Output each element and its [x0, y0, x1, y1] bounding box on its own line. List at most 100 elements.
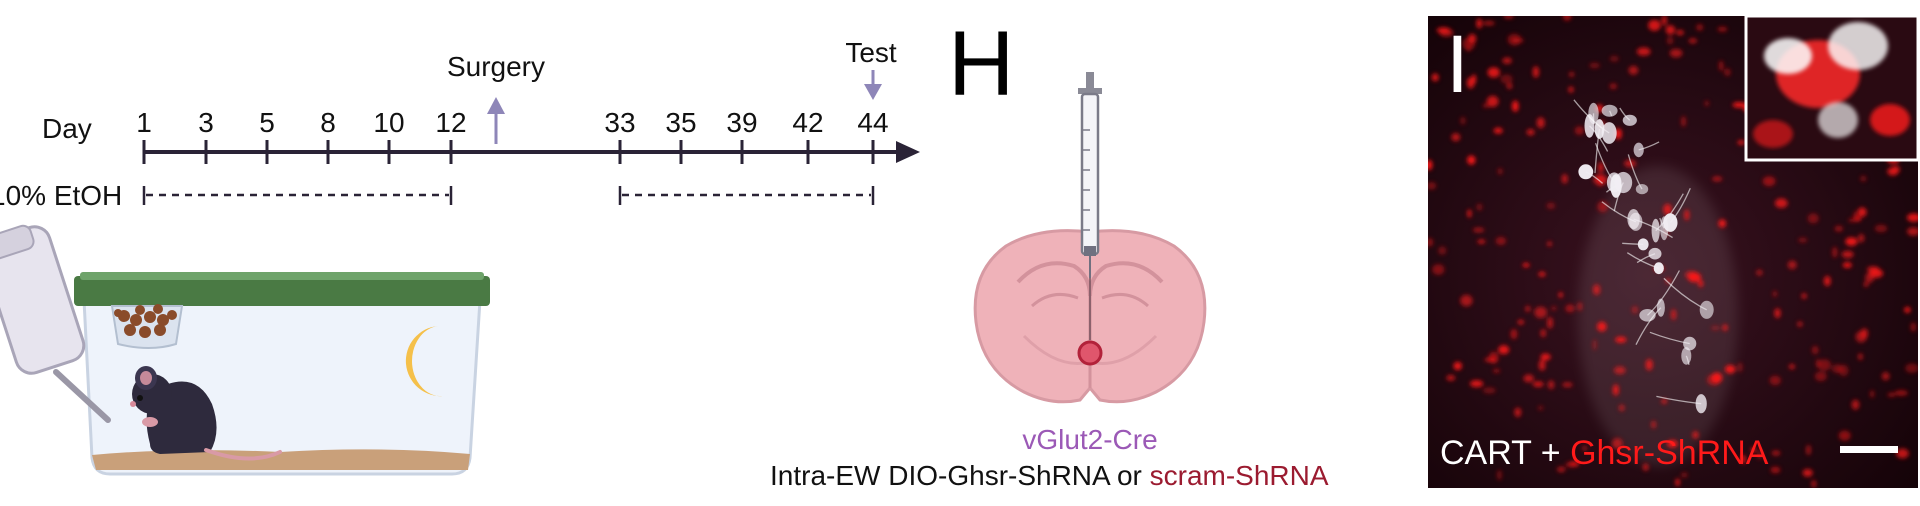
red-cell: [1681, 116, 1686, 127]
injection-construct-text: Intra-EW DIO-Ghsr-ShRNA or: [770, 460, 1150, 491]
cart-neuron: [1627, 154, 1649, 195]
red-cell: [1500, 74, 1513, 84]
red-cell: [1476, 203, 1483, 211]
red-cell: [1547, 380, 1555, 390]
red-cell: [1438, 246, 1447, 255]
red-cell: [1611, 438, 1623, 450]
red-cell: [1661, 16, 1668, 26]
tick-label-1: 1: [136, 107, 152, 138]
tick-10: 10: [373, 107, 405, 164]
red-cell: [1874, 224, 1888, 233]
red-cell: [1663, 203, 1672, 216]
red-cell: [1665, 25, 1676, 35]
tick-label-39: 39: [726, 107, 757, 138]
red-cell: [1772, 290, 1778, 297]
tick-label-12: 12: [435, 107, 466, 138]
red-cell: [1462, 37, 1476, 50]
red-cell: [1497, 168, 1503, 175]
red-cell: [1887, 167, 1899, 176]
red-cell: [1574, 126, 1584, 135]
red-cell: [1704, 100, 1710, 107]
red-cell: [1910, 322, 1917, 332]
red-cell: [1514, 407, 1522, 418]
red-cell: [1460, 294, 1473, 307]
red-cell: [1814, 371, 1827, 382]
red-cell: [1815, 358, 1821, 368]
red-cell: [1756, 449, 1763, 460]
tick-label-5: 5: [259, 107, 275, 138]
red-cell: [1863, 281, 1869, 287]
red-cell: [1565, 462, 1577, 467]
red-cell: [1517, 319, 1525, 325]
mouse-icon: [130, 366, 282, 461]
red-cell: [1724, 364, 1736, 374]
red-cell: [1817, 359, 1831, 371]
red-cell: [1798, 237, 1808, 243]
cart-neuron-cluster: [1573, 99, 1714, 414]
red-cell: [1470, 380, 1484, 388]
red-cell: [1592, 284, 1601, 296]
red-cell: [1581, 445, 1588, 452]
red-cell: [1482, 387, 1496, 394]
red-cell: [1841, 250, 1854, 259]
ew-target-icon: [1077, 340, 1103, 366]
red-cell: [1684, 209, 1690, 221]
red-cell: [1562, 382, 1573, 388]
red-cell: [1498, 345, 1510, 355]
red-cell: [1506, 83, 1513, 90]
red-cell: [1896, 448, 1909, 459]
water-bottle-icon: [0, 224, 111, 423]
red-cell: [1551, 306, 1557, 311]
red-cell: [1532, 66, 1540, 78]
surgery-up-arrow-icon: [487, 97, 505, 144]
red-cell: [1724, 68, 1731, 77]
cart-neuron: [1619, 107, 1637, 126]
red-cell: [1732, 102, 1746, 108]
red-cell: [1557, 466, 1566, 473]
tick-label-44: 44: [857, 107, 888, 138]
red-cell: [1670, 309, 1677, 321]
timeline-diagram: Day 1 3 5 8 10 12 33 35 39 42: [0, 37, 920, 476]
red-cell: [1477, 239, 1486, 244]
red-cell: [1568, 86, 1574, 93]
red-cell: [1722, 324, 1728, 331]
red-cell: [1762, 176, 1776, 187]
red-cell: [1495, 236, 1507, 246]
red-cell: [1717, 26, 1728, 32]
red-cell: [1546, 202, 1556, 210]
red-cell: [1774, 198, 1788, 209]
etoh-period-1: [142, 186, 453, 205]
red-cell: [1428, 238, 1434, 247]
red-cell: [1522, 263, 1530, 268]
red-cell: [1688, 38, 1698, 44]
red-cell: [1834, 225, 1843, 232]
red-cell: [1667, 440, 1678, 448]
red-cell: [1696, 24, 1704, 31]
tick-5: 5: [259, 107, 275, 164]
red-cell: [1802, 469, 1813, 477]
cart-neuron: [1636, 247, 1662, 264]
etoh-period-2: [618, 186, 875, 205]
red-cell: [1718, 60, 1724, 72]
red-cell: [1493, 127, 1503, 134]
red-cell: [1526, 129, 1535, 136]
red-cell: [1460, 116, 1466, 125]
red-cell: [1675, 478, 1680, 487]
cart-neuron: [1633, 141, 1660, 158]
cart-neuron: [1656, 394, 1707, 414]
red-cell: [1540, 329, 1546, 338]
red-cell: [1669, 48, 1683, 58]
tick-label-8: 8: [320, 107, 336, 138]
red-cell: [1502, 57, 1512, 64]
red-cell: [1806, 444, 1811, 456]
red-cell: [1811, 480, 1817, 488]
red-cell: [1858, 233, 1865, 243]
tick-1: 1: [136, 107, 152, 164]
red-cell: [1858, 353, 1863, 361]
red-cell: [1589, 62, 1600, 69]
red-cell: [1661, 399, 1668, 404]
red-cell: [1523, 374, 1534, 383]
timeline-arrowhead: [896, 141, 920, 163]
red-cell: [1887, 392, 1896, 398]
red-cell: [1432, 264, 1445, 275]
